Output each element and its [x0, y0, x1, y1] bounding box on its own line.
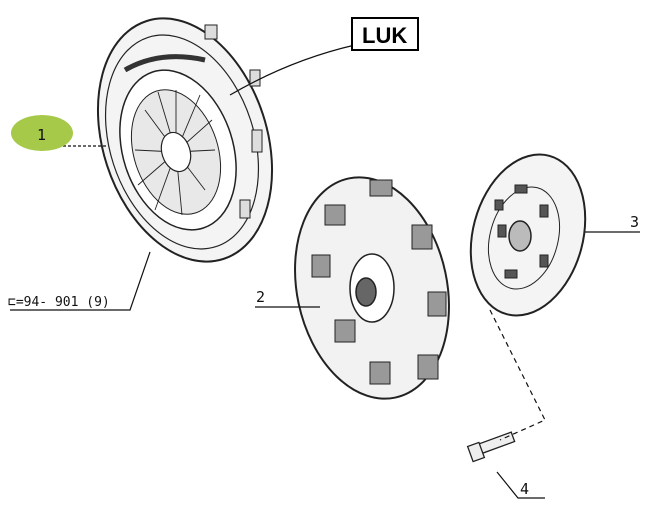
callout-2[interactable]: 2 — [256, 288, 265, 306]
clutch-disc — [294, 176, 450, 400]
item-1-highlight — [11, 115, 73, 151]
callout-1[interactable]: 1 — [37, 126, 46, 144]
friction-plate — [469, 153, 587, 317]
pressure-plate — [96, 17, 274, 263]
callout-4[interactable]: 4 — [520, 480, 529, 498]
reference-label[interactable]: ⊏=94- 901 (9) — [8, 295, 110, 310]
brand-label: LUK — [362, 23, 407, 48]
leader-lines — [10, 44, 640, 499]
callout-3[interactable]: 3 — [630, 213, 639, 231]
brand-box — [351, 17, 419, 51]
